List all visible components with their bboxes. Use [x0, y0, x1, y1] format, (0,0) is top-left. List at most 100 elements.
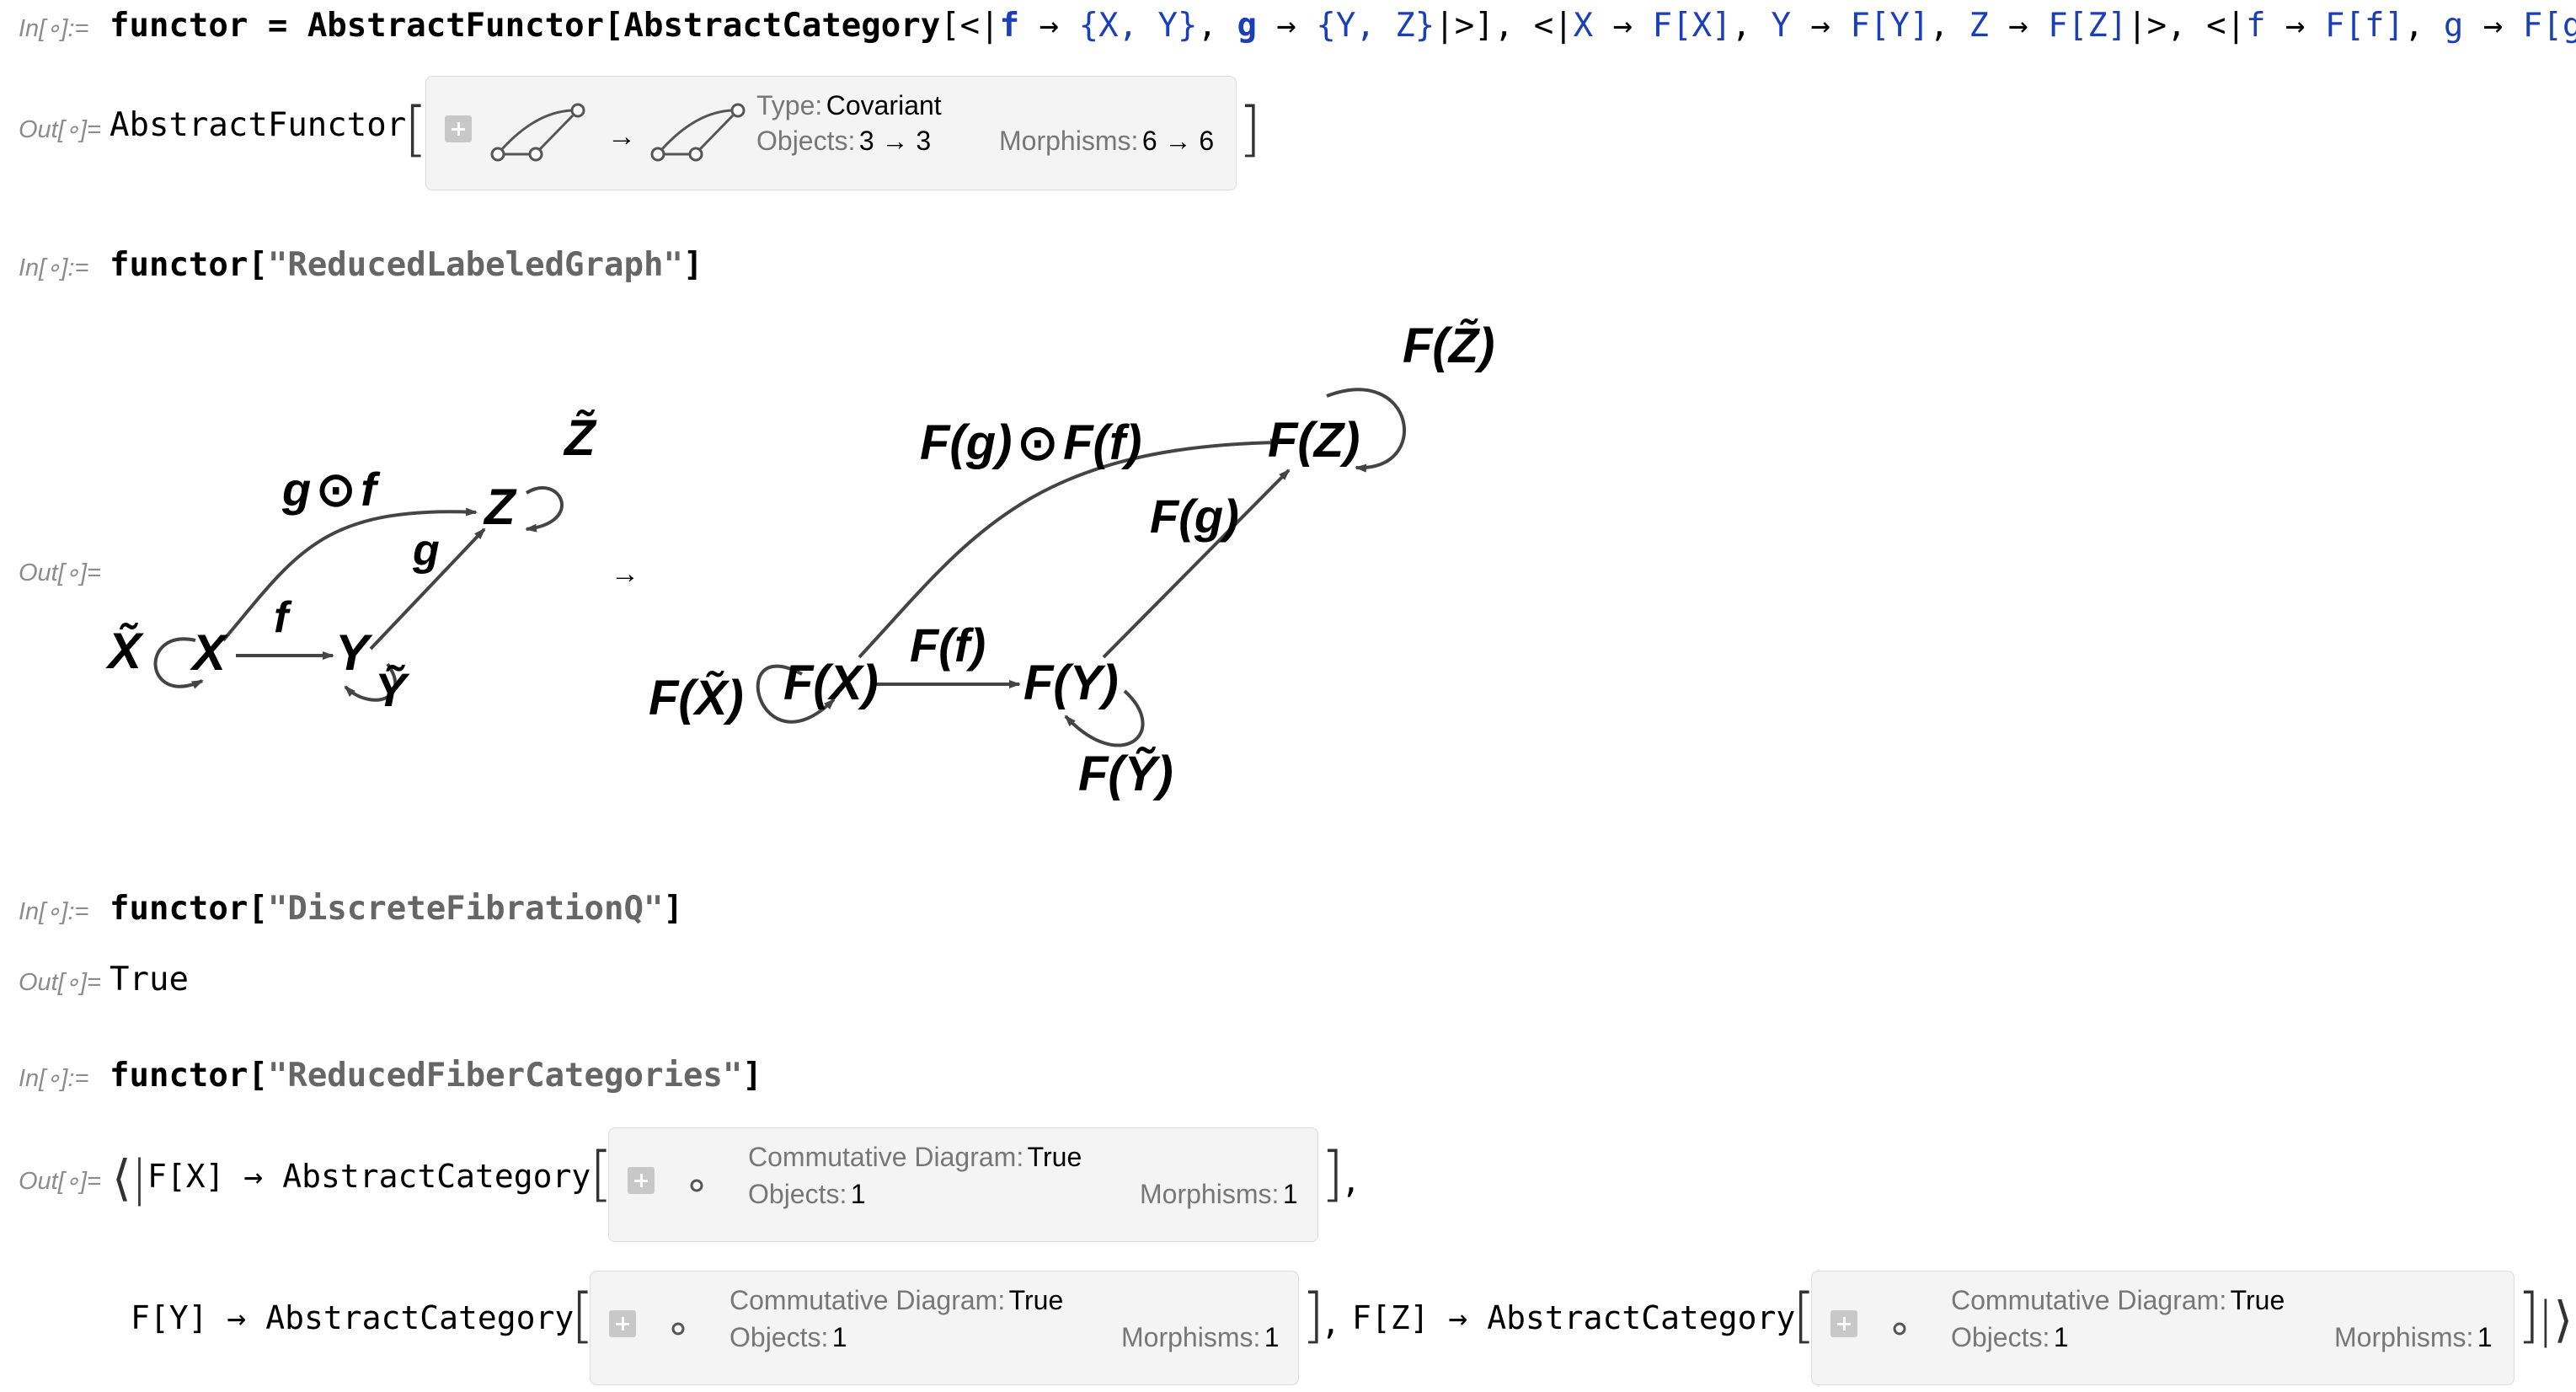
- sym-f: f: [999, 7, 1020, 45]
- separator-comma: ,: [1321, 1304, 1341, 1342]
- morphisms-value: 1: [2477, 1322, 2493, 1352]
- loop-FZ: [1326, 388, 1407, 473]
- category-thumbnail-icons: →: [490, 103, 746, 162]
- cd-key: Commutative Diagram:: [1951, 1285, 2227, 1315]
- cd-row: Commutative Diagram: True: [1951, 1285, 2285, 1316]
- loop-z: [525, 486, 564, 533]
- objects-row: Objects: 3 → 3: [756, 126, 931, 157]
- sym-fg: F[g]: [2522, 7, 2576, 45]
- bracket: ]: [682, 246, 703, 284]
- input-cell-1[interactable]: functor = AbstractFunctor[AbstractCatego…: [110, 7, 2576, 45]
- comma: ,: [1731, 7, 1772, 45]
- objects-key: Objects:: [1951, 1322, 2050, 1352]
- labeled-graph-output[interactable]: X Y Z f g g⊙f X̃ Ỹ Z̃ → F(X) F(Y) F(Z) F…: [0, 303, 1601, 843]
- loop-label-fz: F(Z̃): [1403, 319, 1495, 373]
- type-row: Type: Covariant: [756, 90, 942, 121]
- association-open: ⟨|: [112, 1149, 148, 1207]
- fiber-2-key: F[Y] → AbstractCategory: [131, 1299, 574, 1336]
- source-graph: [153, 486, 564, 702]
- assoc-close: |>]: [1435, 7, 1494, 45]
- expand-plus-icon[interactable]: [628, 1167, 655, 1194]
- rule-arrow: →: [227, 1299, 247, 1336]
- abstractfunctor-head: AbstractFunctor: [307, 7, 605, 45]
- loop-FY: [1064, 689, 1145, 747]
- rule-arrow: →: [1593, 7, 1653, 45]
- assoc-open: <|: [2206, 7, 2247, 45]
- morphisms-row: Morphisms: 1: [2334, 1322, 2493, 1353]
- objects-row: Objects: 1: [1951, 1322, 2069, 1353]
- separator-comma: ,: [1341, 1163, 1361, 1201]
- objects-value: 1: [831, 1322, 847, 1352]
- node-z: Z: [483, 479, 517, 535]
- type-value: Covariant: [826, 90, 942, 120]
- fiber-key: F[X]: [147, 1158, 225, 1195]
- string-reducedfibercategories: "ReducedFiberCategories": [267, 1057, 743, 1095]
- morphisms-value: 1: [1264, 1322, 1280, 1352]
- close-bracket: ]: [1301, 1281, 1325, 1350]
- objects-value: 3 → 3: [858, 126, 932, 156]
- fiber-3-summary-box[interactable]: Commutative Diagram: True Objects: 1 Mor…: [1811, 1271, 2515, 1385]
- abstractcategory-head: AbstractCategory: [623, 7, 941, 45]
- node-fz: F(Z): [1268, 413, 1360, 468]
- morphisms-row: Morphisms: 6 → 6: [999, 126, 1214, 157]
- input-cell-4[interactable]: functor["ReducedFiberCategories"]: [110, 1057, 762, 1095]
- fiber-1-summary-box[interactable]: Commutative Diagram: True Objects: 1 Mor…: [608, 1127, 1318, 1242]
- close-bracket: ]: [1238, 94, 1262, 163]
- comma: ,: [1197, 7, 1237, 45]
- cd-key: Commutative Diagram:: [748, 1142, 1024, 1172]
- output-label-4: Out[∘]=: [19, 1168, 101, 1195]
- cd-key: Commutative Diagram:: [730, 1285, 1006, 1315]
- sym-f: f: [2246, 7, 2266, 45]
- comma: ,: [1929, 7, 1969, 45]
- expand-plus-icon[interactable]: [1830, 1310, 1857, 1337]
- comma: ,: [2403, 7, 2444, 45]
- category-graph-icon-right: [650, 103, 746, 162]
- abstractcategory-head: AbstractCategory: [282, 1158, 591, 1195]
- objects-key: Objects:: [756, 126, 856, 156]
- list-yz: {Y, Z}: [1316, 7, 1435, 45]
- sym-x: X: [1573, 7, 1594, 45]
- input-cell-2[interactable]: functor["ReducedLabeledGraph"]: [110, 246, 703, 284]
- node-x: X: [190, 624, 229, 681]
- loop-label-z: Z̃: [563, 410, 597, 466]
- objects-row: Objects: 1: [730, 1322, 847, 1353]
- loop-label-fy: F(Ỹ): [1078, 747, 1173, 801]
- edge-gf: [222, 507, 478, 642]
- rule-arrow: →: [1256, 7, 1317, 45]
- fiber-2-summary-box[interactable]: Commutative Diagram: True Objects: 1 Mor…: [590, 1271, 1299, 1385]
- abstractcategory-head: AbstractCategory: [265, 1299, 575, 1336]
- node-fy: F(Y): [1023, 656, 1119, 710]
- edge-g: [369, 527, 486, 650]
- category-graph-icon-left: [490, 103, 585, 162]
- rule-arrow: →: [2265, 7, 2326, 45]
- sym-ff: F[f]: [2325, 7, 2404, 45]
- cd-value: True: [1008, 1285, 1064, 1315]
- sym-z: Z: [1969, 7, 1989, 45]
- rule-arrow: →: [1019, 7, 1079, 45]
- edge-label-Ff: F(f): [910, 618, 986, 672]
- edge-label-gf: g⊙f: [281, 463, 381, 516]
- expand-plus-icon[interactable]: [445, 115, 472, 142]
- bracket: [: [248, 890, 268, 928]
- bracket: [: [248, 1057, 268, 1095]
- image-graph-labels: F(X) F(Y) F(Z) F(f) F(g) F(g)⊙F(f) F(X̃)…: [649, 319, 1495, 801]
- rule-arrow: →: [1448, 1299, 1468, 1336]
- source-graph-labels: X Y Z f g g⊙f X̃ Ỹ Z̃: [105, 410, 597, 716]
- image-graph: [756, 388, 1407, 747]
- single-object-icon: [690, 1179, 703, 1192]
- type-key: Type:: [756, 90, 823, 120]
- objects-value: 1: [850, 1179, 866, 1209]
- cd-value: True: [2230, 1285, 2285, 1315]
- expand-plus-icon[interactable]: [609, 1310, 636, 1337]
- functor-summary-box[interactable]: → Type: Covariant Objects: 3 → 3 Morphis…: [425, 76, 1237, 190]
- string-reducedlabeledgraph: "ReducedLabeledGraph": [267, 246, 683, 284]
- rule-arrow: →: [2463, 7, 2523, 45]
- list-xy: {X, Y}: [1078, 7, 1198, 45]
- comma: ,: [2167, 7, 2207, 45]
- fiber-3-key: F[Z] → AbstractCategory: [1352, 1299, 1795, 1336]
- fiber-key: F[Z]: [1352, 1299, 1430, 1336]
- input-cell-3[interactable]: functor["DiscreteFibrationQ"]: [110, 890, 683, 928]
- morphisms-row: Morphisms: 1: [1121, 1322, 1280, 1353]
- abstractcategory-head: AbstractCategory: [1487, 1299, 1796, 1336]
- functor-map-arrow: →: [611, 558, 639, 590]
